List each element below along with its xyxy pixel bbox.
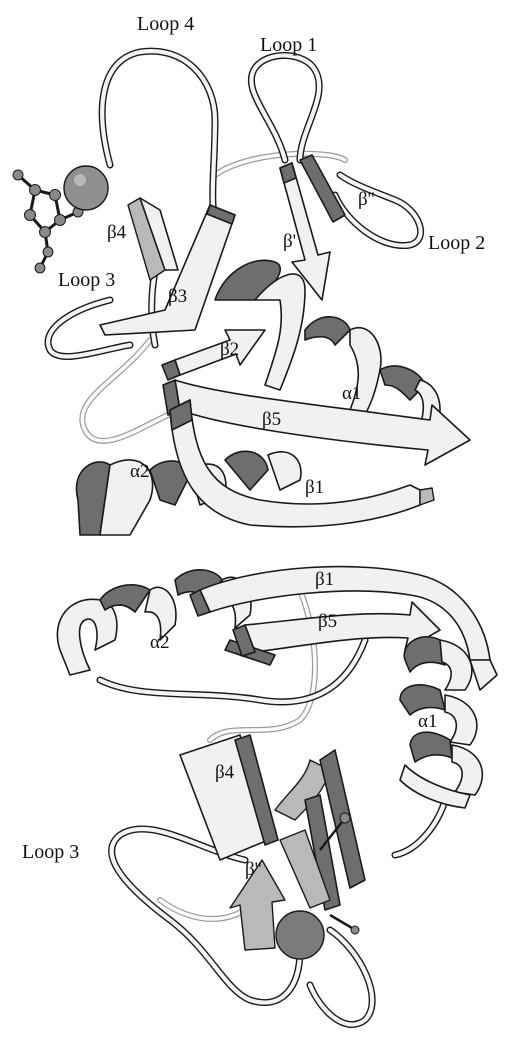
- label-beta-double-prime: β'': [358, 190, 375, 209]
- label-loop-2: Loop 2: [428, 233, 485, 253]
- label-beta-4: β4: [107, 223, 126, 242]
- bottom-loop-3-coil: [112, 800, 445, 1025]
- bottom-label-alpha-1: α1: [418, 712, 437, 731]
- top-panel: [13, 51, 470, 535]
- loop-4-coil: [102, 51, 215, 225]
- label-beta-2: β2: [220, 340, 239, 359]
- metal-ion-sphere: [64, 166, 108, 210]
- bottom-label-loop-3: Loop 3: [22, 842, 79, 862]
- label-beta-1: β1: [305, 478, 324, 497]
- bottom-label-alpha-2: α2: [150, 633, 169, 652]
- loop-1-coil: [251, 55, 319, 160]
- label-alpha-2: α2: [130, 462, 149, 481]
- beta-4-strand: [128, 198, 178, 280]
- bottom-central-strands: [275, 750, 365, 910]
- label-beta-prime: β': [283, 232, 296, 251]
- bottom-alpha-1-helix: [400, 637, 482, 808]
- top-ligand-ball-and-stick: [13, 166, 108, 273]
- label-loop-1: Loop 1: [260, 35, 317, 55]
- bottom-panel: [57, 567, 497, 1025]
- bottom-metal-ion-sphere: [276, 911, 324, 959]
- bottom-label-beta-1: β1: [315, 570, 334, 589]
- label-beta-5: β5: [262, 410, 281, 429]
- beta-2-arrow: [162, 330, 265, 380]
- loop-2-coil: [335, 175, 421, 246]
- label-alpha-1: α1: [342, 384, 361, 403]
- label-beta-3: β3: [168, 287, 187, 306]
- bottom-label-beta-5: β5: [318, 612, 337, 631]
- bottom-label-beta-4: β4: [215, 763, 234, 782]
- label-loop-4: Loop 4: [137, 14, 194, 34]
- bottom-label-beta-double-prime: β'': [245, 860, 262, 879]
- label-loop-3: Loop 3: [58, 270, 115, 290]
- beta-double-prime-strand: [300, 155, 345, 222]
